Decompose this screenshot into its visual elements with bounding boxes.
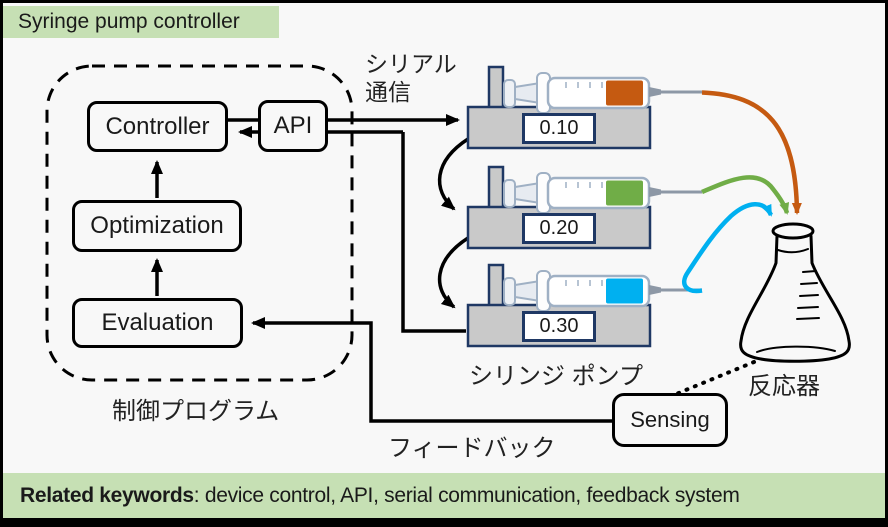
syringe-3-graduations — [565, 280, 603, 286]
reactor-label: 反応器 — [748, 373, 820, 400]
flask-icon — [739, 222, 851, 363]
pump-1-pusher-block — [487, 65, 505, 111]
syringe-3-hub — [649, 285, 661, 295]
serial-return-line-to-pump-3 — [401, 132, 466, 333]
syringe-3-liquid — [606, 278, 643, 304]
syringe-1-graduations — [565, 82, 603, 88]
related-keywords-banner: Related keywords: device control, API, s… — [3, 473, 885, 518]
serial-communication-label: シリアル 通信 — [365, 51, 457, 105]
syringe-3-icon — [503, 270, 702, 312]
control-program-dashed-border — [45, 64, 354, 382]
syringe-1-icon — [503, 72, 702, 114]
pump-1-display: 0.10 — [522, 113, 596, 144]
syringe-2-hub — [649, 187, 661, 197]
syringe-2-icon — [503, 172, 702, 214]
evaluation-box: Evaluation — [72, 298, 243, 348]
pump-3-pusher-block — [487, 263, 505, 309]
feedback-label: フィードバック — [388, 435, 556, 462]
pump-2-pusher-block — [487, 165, 505, 211]
syringe-pumps-label: シリンジ ポンプ — [469, 363, 643, 390]
dotted-link-reactor-sensing — [662, 360, 756, 401]
syringe-1-hub — [649, 87, 661, 97]
control-program-label: 制御プログラム — [112, 398, 280, 425]
flask-graduations — [796, 270, 820, 320]
controller-box: Controller — [87, 101, 228, 152]
pump-3-display: 0.30 — [522, 311, 596, 342]
related-keywords-list: : device control, API, serial communicat… — [193, 484, 740, 507]
tube-pump-2 — [701, 175, 790, 215]
daisy-chain-arrow-pump2-pump3 — [437, 236, 469, 309]
sensing-box: Sensing — [612, 393, 728, 447]
syringe-1-liquid — [606, 80, 643, 106]
tube-pump-3 — [682, 202, 774, 294]
related-keywords-label: Related keywords — [20, 484, 194, 507]
pump-2-display: 0.20 — [522, 213, 596, 244]
optimization-box: Optimization — [72, 200, 242, 252]
feedback-line — [251, 317, 612, 423]
tube-pump-1 — [701, 90, 802, 215]
syringe-2-graduations — [565, 182, 603, 188]
page-title: Syringe pump controller — [3, 6, 279, 38]
serial-communication-lines — [228, 114, 469, 333]
syringe-2-liquid — [606, 180, 643, 206]
api-box: API — [258, 100, 328, 152]
daisy-chain-arrow-pump1-pump2 — [437, 137, 469, 211]
